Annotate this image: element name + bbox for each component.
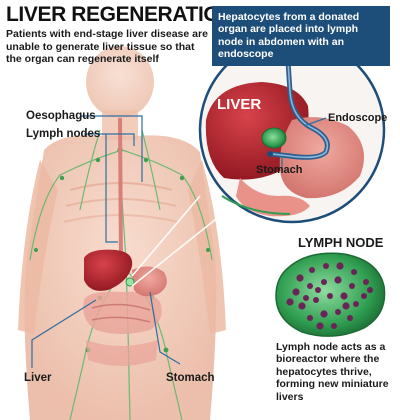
hepatocyte xyxy=(320,310,328,318)
hepatocyte xyxy=(353,301,359,307)
hepatocyte xyxy=(361,293,367,299)
body-stomach xyxy=(132,266,167,297)
leader-endoscope xyxy=(303,117,327,127)
hepatocyte xyxy=(349,283,355,289)
label-lymph-node: LYMPH NODE xyxy=(298,235,384,250)
hepatocyte xyxy=(327,293,333,299)
hepatocyte xyxy=(286,298,294,306)
leader-stomach xyxy=(149,291,181,365)
intestines xyxy=(83,291,162,366)
hepatocyte xyxy=(347,315,353,321)
hepatocyte xyxy=(292,288,300,296)
bioreactor-text: Lymph node acts as a bioreactor where th… xyxy=(276,341,389,403)
hepatocyte xyxy=(334,276,342,284)
zoom-lymph-node xyxy=(261,127,287,149)
hepatocyte xyxy=(316,322,324,330)
hepatocyte xyxy=(367,287,373,293)
hepatocyte xyxy=(315,287,321,293)
leader-lymph-nodes xyxy=(84,133,135,146)
zoom-intestine xyxy=(236,178,310,217)
hepatocyte xyxy=(351,269,357,275)
page-title: LIVER REGENERATION xyxy=(6,3,235,26)
hepatocyte xyxy=(340,292,348,300)
label-liver: Liver xyxy=(24,372,52,384)
label-stomach: Stomach xyxy=(166,372,215,384)
hepatocyte xyxy=(309,267,315,273)
hepatocyte xyxy=(331,323,337,329)
hepatocyte xyxy=(336,262,344,270)
label-stomach-zoom: Stomach xyxy=(256,164,303,176)
hepatocyte xyxy=(296,274,304,282)
procedure-callout: Hepatocytes from a donated organ are pla… xyxy=(212,6,390,66)
leader-oesophagus xyxy=(80,115,143,182)
label-lymph-nodes: Lymph nodes xyxy=(26,128,101,140)
hepatocyte xyxy=(307,315,313,321)
body-lymph-node-highlight xyxy=(125,277,135,287)
zoom-circle xyxy=(198,27,386,224)
intro-text: Patients with end-stage liver disease ar… xyxy=(6,28,208,66)
hepatocytes xyxy=(286,262,373,330)
oesophagus xyxy=(118,117,123,263)
label-oesophagus: Oesophagus xyxy=(26,110,96,122)
hepatocyte xyxy=(323,263,329,269)
label-endoscope: Endoscope xyxy=(328,112,388,124)
label-liver-zoom: LIVER xyxy=(217,96,262,113)
hepatocyte xyxy=(342,302,350,310)
leader-lymph-nodes-2 xyxy=(105,134,118,243)
hepatocyte xyxy=(307,283,313,289)
hepatocyte xyxy=(321,279,327,285)
leader-liver xyxy=(31,299,97,368)
hepatocyte xyxy=(313,297,319,303)
body-liver xyxy=(84,249,133,291)
hepatocyte xyxy=(303,295,309,301)
hepatocyte xyxy=(298,302,306,310)
zoom-stomach xyxy=(279,117,364,199)
hepatocyte xyxy=(363,279,369,285)
hepatocyte xyxy=(335,309,341,315)
